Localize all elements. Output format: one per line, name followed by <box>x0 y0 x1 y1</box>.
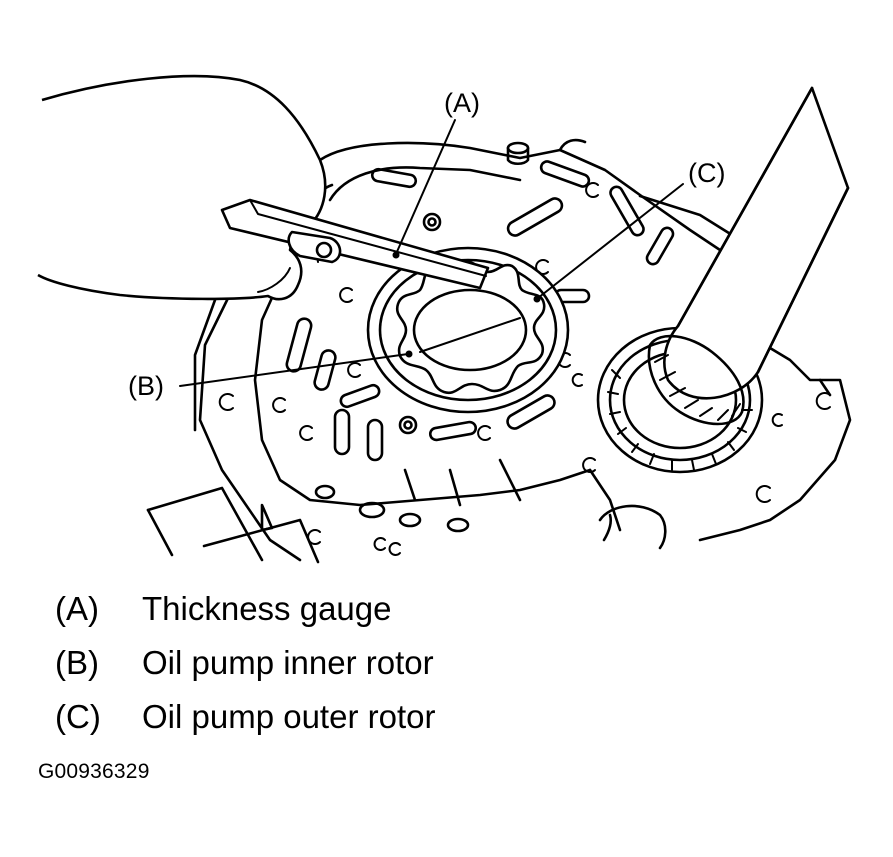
hand <box>37 74 327 301</box>
callout-leaders <box>179 119 684 387</box>
thickness-gauge <box>220 198 490 290</box>
callout-label-c: (C) <box>688 158 725 188</box>
legend-key: (A) <box>55 590 99 627</box>
legend-row: (B) Oil pump inner rotor <box>55 636 655 690</box>
legend-key: (C) <box>55 698 101 735</box>
bolt-heads <box>398 212 442 435</box>
legend-row: (C) Oil pump outer rotor <box>55 690 655 744</box>
oil-pump-illustration: (A) (C) (B) <box>37 74 852 564</box>
legend-row: (A) Thickness gauge <box>55 582 655 636</box>
bolt-holes <box>218 182 831 556</box>
legend-key: (B) <box>55 644 99 681</box>
input-shaft <box>647 86 850 426</box>
callout-label-b: (B) <box>128 371 164 401</box>
legend-description: Oil pump outer rotor <box>142 698 436 735</box>
legend: (A) Thickness gauge (B) Oil pump inner r… <box>55 582 655 744</box>
base-plate <box>146 486 320 564</box>
figure-id: G00936329 <box>38 760 150 783</box>
legend-description: Oil pump inner rotor <box>142 644 434 681</box>
dowel-pin <box>506 141 530 166</box>
inner-rotor <box>395 260 546 395</box>
legend-description: Thickness gauge <box>142 590 392 627</box>
callout-label-a: (A) <box>444 88 480 118</box>
